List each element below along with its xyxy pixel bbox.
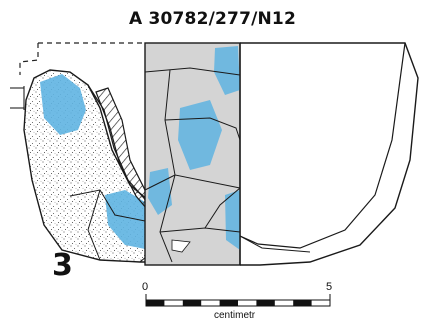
missing-fragment	[171, 239, 191, 253]
handle-stub	[10, 86, 25, 110]
scale-bar	[145, 294, 331, 307]
blue-pigment-surface	[148, 46, 240, 250]
figure-number: 3	[52, 248, 73, 283]
scale-start-label: 0	[142, 281, 149, 293]
scale-end-label: 5	[326, 281, 333, 293]
scale-unit-label: centimetr	[214, 310, 256, 321]
rim-profile-dashed	[19, 43, 39, 75]
catalog-number-title: A 30782/277/N12	[128, 9, 296, 29]
surface-fracture-lines	[144, 67, 241, 263]
vessel-inner-profile	[239, 42, 406, 249]
vessel-outer-profile	[240, 42, 419, 266]
